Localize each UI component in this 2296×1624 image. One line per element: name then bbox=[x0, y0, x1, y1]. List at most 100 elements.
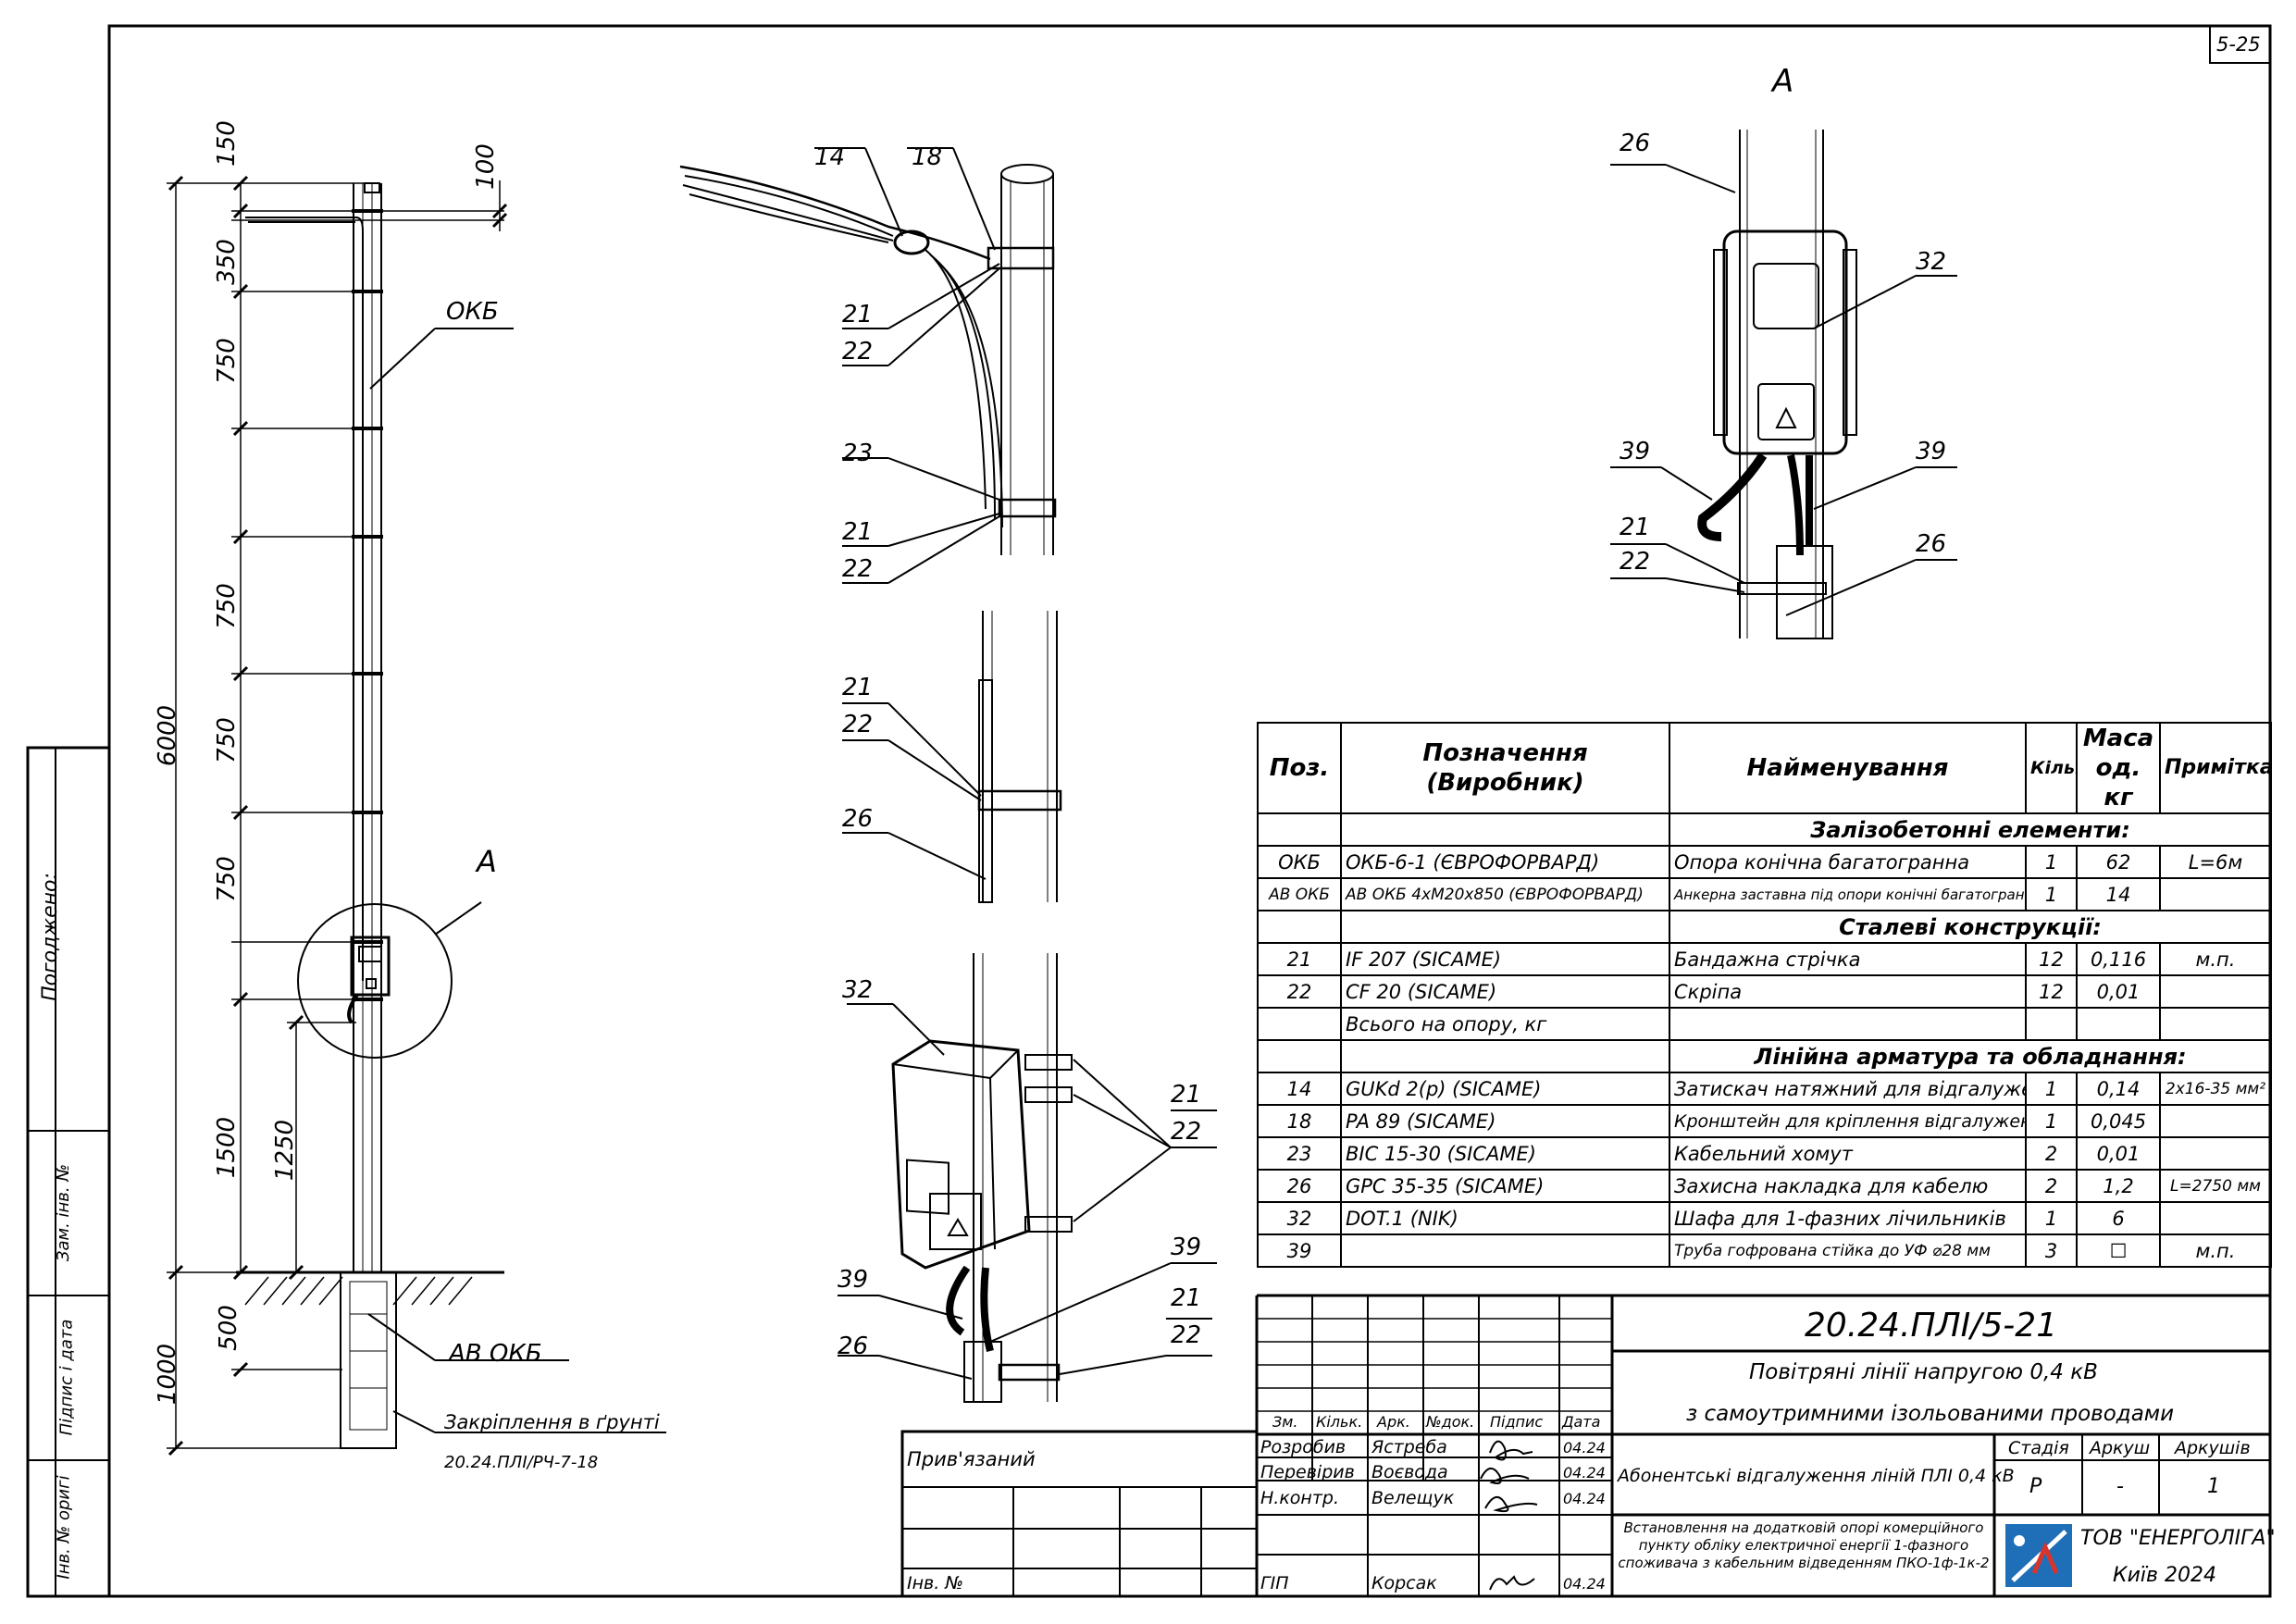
name-gip: Корсак bbox=[1371, 1573, 1437, 1593]
callout-22-mid: 22 bbox=[842, 711, 874, 738]
spec-header-pos: Поз. bbox=[1257, 722, 1342, 814]
change-header-date: Дата bbox=[1562, 1413, 1601, 1431]
attached-label: Прив'язаний bbox=[907, 1448, 1036, 1470]
spec-pos: 22 bbox=[1257, 974, 1342, 1009]
detail-a-title: А bbox=[1772, 63, 1794, 100]
spec-name: Захисна накладка для кабелю bbox=[1669, 1169, 2027, 1203]
spec-name: Труба гофрована стійка до УФ ⌀28 мм bbox=[1669, 1233, 2027, 1268]
callout-14: 14 bbox=[814, 143, 846, 171]
title-block-grid bbox=[900, 1294, 2270, 1598]
spec-mass: 0,01 bbox=[2076, 974, 2161, 1009]
spec-name: Бандажна стрічка bbox=[1669, 942, 2027, 976]
dim-350: 350 bbox=[212, 239, 241, 285]
spec-pos: 14 bbox=[1257, 1072, 1342, 1106]
change-header-zm: Зм. bbox=[1272, 1413, 1298, 1431]
spec-code bbox=[1340, 1233, 1670, 1268]
meter-box-3d-detail bbox=[838, 953, 1217, 1403]
callout-22-a: 22 bbox=[1620, 548, 1651, 576]
spec-code: ОКБ-6-1 (ЄВРОФОРВАРД) bbox=[1340, 845, 1670, 879]
spec-mass: ☐ bbox=[2076, 1233, 2161, 1268]
sheet-number: 5-25 bbox=[2216, 33, 2261, 56]
sheet-number-box bbox=[2209, 25, 2271, 64]
callout-39-a-l: 39 bbox=[1620, 438, 1651, 465]
callout-39-bottom-r: 39 bbox=[1171, 1233, 1202, 1261]
spec-qty: 1 bbox=[2025, 1104, 2078, 1138]
project-description: Встановлення на додатковій опорі комерці… bbox=[1618, 1519, 1990, 1571]
dim-1000: 1000 bbox=[154, 1343, 182, 1406]
change-header-ark: Арк. bbox=[1377, 1413, 1410, 1431]
dim-500: 500 bbox=[214, 1305, 242, 1351]
company-city: Київ 2024 bbox=[2113, 1564, 2216, 1587]
spec-mass: 62 bbox=[2076, 845, 2161, 879]
spec-name: Затискач натяжний для відгалужень bbox=[1669, 1072, 2027, 1106]
spec-note bbox=[2159, 1201, 2272, 1235]
spec-name: Скріпа bbox=[1669, 974, 2027, 1009]
spec-note bbox=[2159, 974, 2272, 1009]
spec-code: АВ ОКБ 4хМ20х850 (ЄВРОФОРВАРД) bbox=[1340, 877, 1670, 911]
spec-name: Кронштейн для кріплення відгалужень bbox=[1669, 1104, 2027, 1138]
callout-32-bottom: 32 bbox=[842, 976, 874, 1004]
spec-mass: 1,2 bbox=[2076, 1169, 2161, 1203]
dim-750-c: 750 bbox=[212, 717, 241, 763]
title-line-1: Повітряні лінії напругою 0,4 кВ bbox=[1749, 1360, 2098, 1384]
spec-pos: ОКБ bbox=[1257, 845, 1342, 879]
spec-mass: 0,045 bbox=[2076, 1104, 2161, 1138]
company-logo-icon bbox=[2005, 1524, 2072, 1587]
callout-21-b: 21 bbox=[842, 518, 874, 546]
spec-name: Кабельний хомут bbox=[1669, 1136, 2027, 1171]
role-gip: ГІП bbox=[1260, 1573, 1289, 1593]
top-clamp-detail bbox=[679, 147, 1057, 584]
callout-okb: ОКБ bbox=[446, 298, 499, 326]
role-checker: Перевірив bbox=[1260, 1462, 1355, 1482]
spec-qty: 12 bbox=[2025, 974, 2078, 1009]
stage-value: Р bbox=[2029, 1475, 2042, 1498]
spec-pos: 32 bbox=[1257, 1201, 1342, 1235]
callout-22-top: 22 bbox=[842, 338, 874, 366]
spec-code: Всього на опору, кг bbox=[1340, 1007, 1670, 1041]
spec-header-note: Примітка bbox=[2159, 722, 2272, 814]
spec-note bbox=[2159, 1007, 2272, 1041]
spec-code: GUKd 2(p) (SICAME) bbox=[1340, 1072, 1670, 1106]
spec-section-label: Сталеві конструкції: bbox=[1669, 910, 2272, 944]
date-gip: 04.24 bbox=[1563, 1575, 1606, 1593]
sheet-title: Абонентські відгалуження ліній ПЛІ 0,4 к… bbox=[1618, 1466, 2015, 1486]
spec-section-label: Лінійна арматура та обладнання: bbox=[1669, 1039, 2272, 1073]
name-developer: Ястреба bbox=[1371, 1437, 1447, 1457]
callout-23: 23 bbox=[842, 440, 874, 467]
spec-qty bbox=[2025, 1007, 2078, 1041]
spec-name: Шафа для 1-фазних лічильників bbox=[1669, 1201, 2027, 1235]
name-checker: Воєвода bbox=[1371, 1462, 1448, 1482]
spec-mass: 0,14 bbox=[2076, 1072, 2161, 1106]
callout-av-okb: АВ ОКБ bbox=[449, 1340, 542, 1368]
spec-header-code: Позначення (Виробник) bbox=[1340, 722, 1670, 814]
role-developer: Розробив bbox=[1260, 1437, 1347, 1457]
spec-name: Опора конічна багатогранна bbox=[1669, 845, 2027, 879]
spec-row: Всього на опору, кг bbox=[1257, 1007, 2272, 1041]
spec-qty: 1 bbox=[2025, 877, 2078, 911]
spec-note: м.п. bbox=[2159, 942, 2272, 976]
doc-code: 20.24.ПЛІ/5-21 bbox=[1805, 1307, 2058, 1345]
spec-qty: 12 bbox=[2025, 942, 2078, 976]
spec-code: IF 207 (SICAME) bbox=[1340, 942, 1670, 976]
spec-note: м.п. bbox=[2159, 1233, 2272, 1268]
spec-note: L=2750 мм bbox=[2159, 1169, 2272, 1203]
side-stamp bbox=[26, 746, 111, 1598]
callout-26-bottom-l: 26 bbox=[838, 1333, 869, 1360]
spec-note bbox=[2159, 1136, 2272, 1171]
spec-mass: 0,116 bbox=[2076, 942, 2161, 976]
dim-1250: 1250 bbox=[271, 1119, 300, 1182]
spec-qty: 1 bbox=[2025, 1072, 2078, 1106]
dim-750-d: 750 bbox=[212, 856, 241, 902]
band-detail bbox=[842, 611, 1062, 903]
spec-name: Анкерна заставна під опори конічні багат… bbox=[1669, 877, 2027, 911]
change-header-doc: №док. bbox=[1426, 1413, 1475, 1431]
ground-fixing-note: Закріплення в ґрунті bbox=[444, 1411, 660, 1433]
specification-table: Поз. Позначення (Виробник) Найменування … bbox=[1257, 722, 2272, 1268]
name-normcontrol: Велещук bbox=[1371, 1488, 1455, 1508]
spec-code: PA 89 (SICAME) bbox=[1340, 1104, 1670, 1138]
